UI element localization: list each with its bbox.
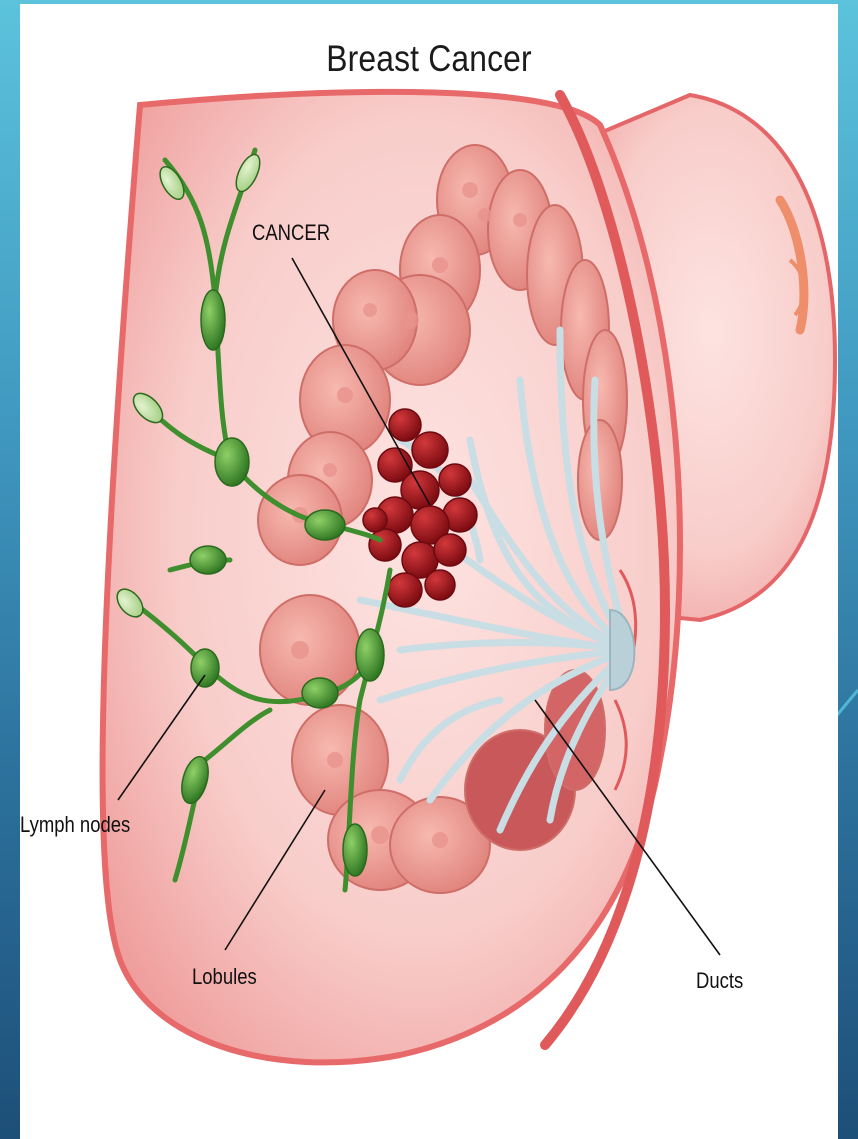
lymph-nodes-label: Lymph nodes [20, 812, 130, 838]
diagram-title: Breast Cancer [77, 38, 780, 80]
cancer-label: CANCER [252, 220, 330, 246]
lobules-label: Lobules [192, 964, 257, 990]
ducts-label: Ducts [696, 968, 743, 994]
diagram-panel: Breast Cancer CANCER Lymph nodes Lobules… [20, 4, 838, 1139]
